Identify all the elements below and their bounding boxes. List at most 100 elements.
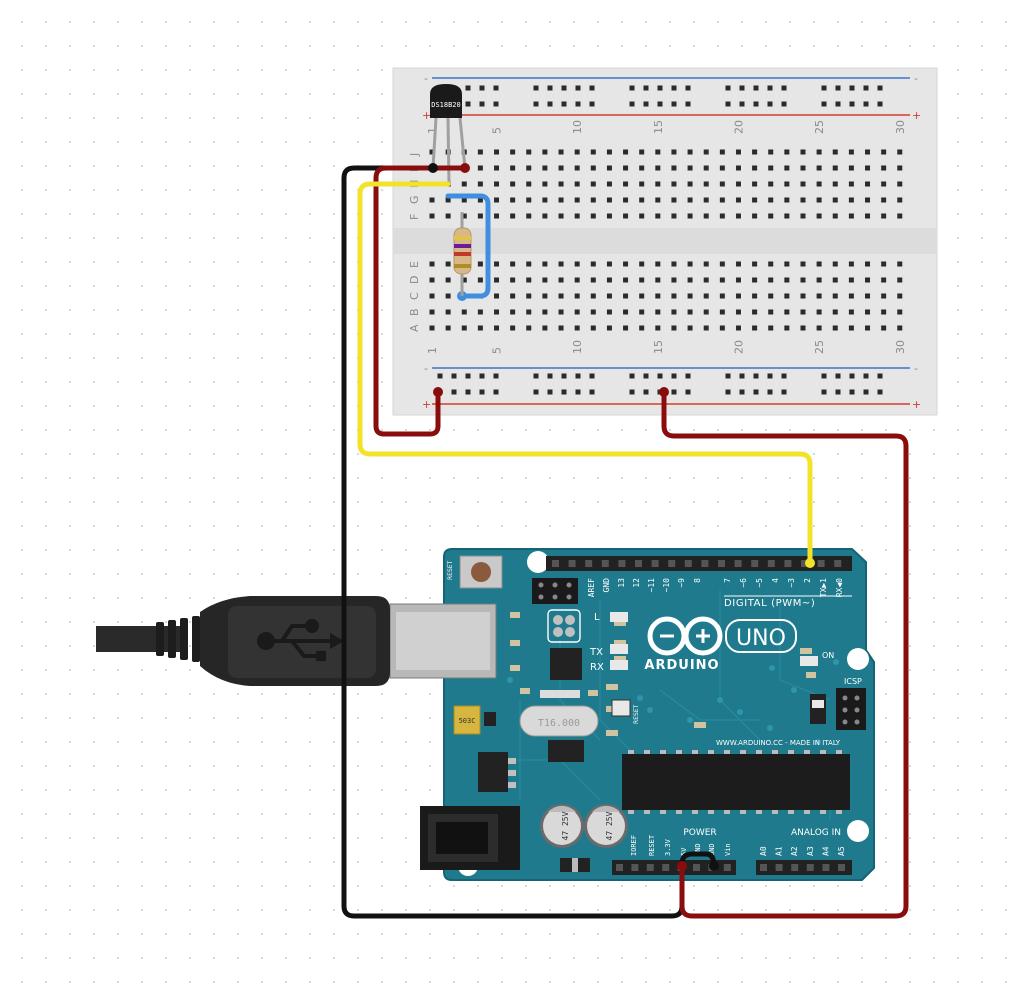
breadboard-hole[interactable] <box>542 293 548 299</box>
breadboard-hole[interactable] <box>639 261 645 267</box>
breadboard-hole[interactable] <box>719 197 725 203</box>
breadboard-hole[interactable] <box>687 149 693 155</box>
wire-black-gnd[interactable] <box>341 165 685 919</box>
breadboard-hole[interactable] <box>639 325 645 331</box>
breadboard-hole[interactable] <box>848 261 854 267</box>
header-pin-hole[interactable] <box>668 560 676 567</box>
breadboard-hole[interactable] <box>719 325 725 331</box>
breadboard-hole[interactable] <box>816 197 822 203</box>
breadboard-hole[interactable] <box>526 309 532 315</box>
breadboard-hole[interactable] <box>784 149 790 155</box>
breadboard-hole[interactable] <box>768 261 774 267</box>
rail-hole[interactable] <box>685 101 691 107</box>
header-pin-hole[interactable] <box>552 560 559 567</box>
breadboard-hole[interactable] <box>865 261 871 267</box>
rail-hole[interactable] <box>589 389 595 395</box>
breadboard-hole[interactable] <box>542 309 548 315</box>
breadboard-hole[interactable] <box>494 277 500 283</box>
breadboard-hole[interactable] <box>881 213 887 219</box>
breadboard-hole[interactable] <box>655 197 661 203</box>
rail-hole[interactable] <box>465 101 471 107</box>
breadboard-hole[interactable] <box>671 277 677 283</box>
breadboard-hole[interactable] <box>606 293 612 299</box>
breadboard-hole[interactable] <box>655 293 661 299</box>
breadboard-hole[interactable] <box>671 213 677 219</box>
rail-hole[interactable] <box>479 389 485 395</box>
breadboard-hole[interactable] <box>671 149 677 155</box>
breadboard-hole[interactable] <box>687 277 693 283</box>
rail-hole[interactable] <box>877 389 883 395</box>
breadboard-hole[interactable] <box>800 293 806 299</box>
rail-hole[interactable] <box>671 101 677 107</box>
header-pin-hole[interactable] <box>701 560 709 567</box>
breadboard-hole[interactable] <box>510 181 516 187</box>
breadboard-hole[interactable] <box>477 277 483 283</box>
header-pin-hole[interactable] <box>806 864 814 871</box>
breadboard-hole[interactable] <box>832 165 838 171</box>
breadboard-hole[interactable] <box>897 261 903 267</box>
breadboard-hole[interactable] <box>784 197 790 203</box>
breadboard-hole[interactable] <box>832 197 838 203</box>
rail-hole[interactable] <box>781 85 787 91</box>
rail-hole[interactable] <box>821 85 827 91</box>
rail-hole[interactable] <box>561 101 567 107</box>
rail-hole[interactable] <box>629 101 635 107</box>
breadboard-hole[interactable] <box>429 197 435 203</box>
breadboard-hole[interactable] <box>590 309 596 315</box>
header-pin-hole[interactable] <box>585 560 593 567</box>
breadboard-hole[interactable] <box>574 165 580 171</box>
rail-hole[interactable] <box>479 85 485 91</box>
breadboard-hole[interactable] <box>816 309 822 315</box>
breadboard-hole[interactable] <box>784 165 790 171</box>
breadboard-hole[interactable] <box>703 197 709 203</box>
breadboard-hole[interactable] <box>461 277 467 283</box>
breadboard-hole[interactable] <box>542 213 548 219</box>
breadboard-hole[interactable] <box>445 197 451 203</box>
breadboard-hole[interactable] <box>719 309 725 315</box>
breadboard-hole[interactable] <box>752 165 758 171</box>
breadboard-hole[interactable] <box>800 197 806 203</box>
breadboard-hole[interactable] <box>848 325 854 331</box>
breadboard-hole[interactable] <box>881 149 887 155</box>
breadboard-hole[interactable] <box>897 277 903 283</box>
rail-hole[interactable] <box>739 373 745 379</box>
breadboard-hole[interactable] <box>477 181 483 187</box>
rail-hole[interactable] <box>533 101 539 107</box>
breadboard-hole[interactable] <box>655 165 661 171</box>
breadboard-hole[interactable] <box>735 261 741 267</box>
breadboard-hole[interactable] <box>574 325 580 331</box>
breadboard-hole[interactable] <box>574 213 580 219</box>
rail-hole[interactable] <box>849 101 855 107</box>
rail-hole[interactable] <box>835 373 841 379</box>
rail-hole[interactable] <box>753 373 759 379</box>
rail-hole[interactable] <box>753 101 759 107</box>
header-pin-hole[interactable] <box>817 560 825 567</box>
breadboard-hole[interactable] <box>510 197 516 203</box>
breadboard-hole[interactable] <box>429 325 435 331</box>
rail-hole[interactable] <box>643 373 649 379</box>
breadboard-hole[interactable] <box>623 277 629 283</box>
breadboard-hole[interactable] <box>477 261 483 267</box>
rail-hole[interactable] <box>547 85 553 91</box>
breadboard-hole[interactable] <box>865 277 871 283</box>
breadboard-hole[interactable] <box>687 165 693 171</box>
breadboard-hole[interactable] <box>735 165 741 171</box>
breadboard-hole[interactable] <box>752 325 758 331</box>
rail-hole[interactable] <box>629 85 635 91</box>
header-pin-hole[interactable] <box>635 560 642 567</box>
breadboard-hole[interactable] <box>881 309 887 315</box>
breadboard-hole[interactable] <box>526 261 532 267</box>
breadboard-hole[interactable] <box>687 309 693 315</box>
breadboard-hole[interactable] <box>719 165 725 171</box>
rail-hole[interactable] <box>561 389 567 395</box>
breadboard-hole[interactable] <box>881 277 887 283</box>
breadboard-hole[interactable] <box>461 213 467 219</box>
rail-hole[interactable] <box>725 389 731 395</box>
reset-button-cap[interactable] <box>471 562 491 582</box>
breadboard-hole[interactable] <box>897 325 903 331</box>
breadboard-hole[interactable] <box>494 197 500 203</box>
breadboard-hole[interactable] <box>542 325 548 331</box>
rail-hole[interactable] <box>671 389 677 395</box>
rail-hole[interactable] <box>767 85 773 91</box>
breadboard-hole[interactable] <box>848 277 854 283</box>
